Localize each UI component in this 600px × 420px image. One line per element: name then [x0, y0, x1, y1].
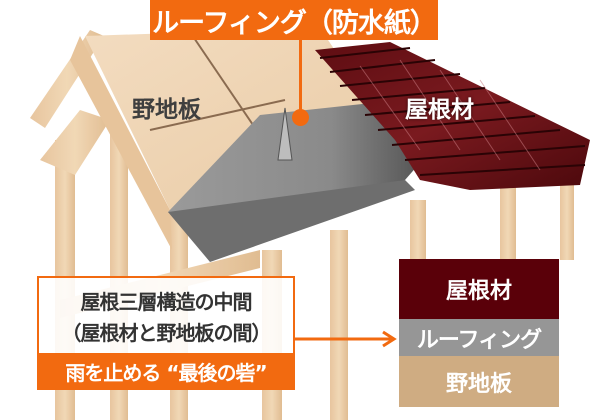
- sheathing-label: 野地板: [132, 97, 201, 123]
- arrow-right-icon: [295, 330, 397, 348]
- explanation-callout: 屋根三層構造の中間 （屋根材と野地板の間） 雨を止める “最後の砦”: [37, 276, 295, 390]
- callout-highlight-band: 雨を止める “最後の砦”: [37, 353, 295, 390]
- callout-line-2: （屋根材と野地板の間）: [61, 321, 272, 345]
- layer-sheathing: 野地板: [399, 356, 559, 407]
- layer-roofing: ルーフィング: [399, 319, 559, 356]
- layer-roofing-material: 屋根材: [399, 259, 559, 319]
- roof-tiles: [315, 42, 590, 190]
- leader-line: [299, 40, 302, 116]
- callout-box: 屋根三層構造の中間 （屋根材と野地板の間）: [37, 276, 295, 355]
- sheathing-board: [85, 28, 395, 210]
- callout-line-1: 屋根三層構造の中間: [80, 290, 253, 314]
- roofing-title-label: ルーフィング（防水紙）: [150, 0, 438, 40]
- layer-stack: 屋根材 ルーフィング 野地板: [399, 259, 559, 407]
- roofing-material-label: 屋根材: [405, 97, 474, 123]
- leader-dot-marker: [292, 109, 309, 126]
